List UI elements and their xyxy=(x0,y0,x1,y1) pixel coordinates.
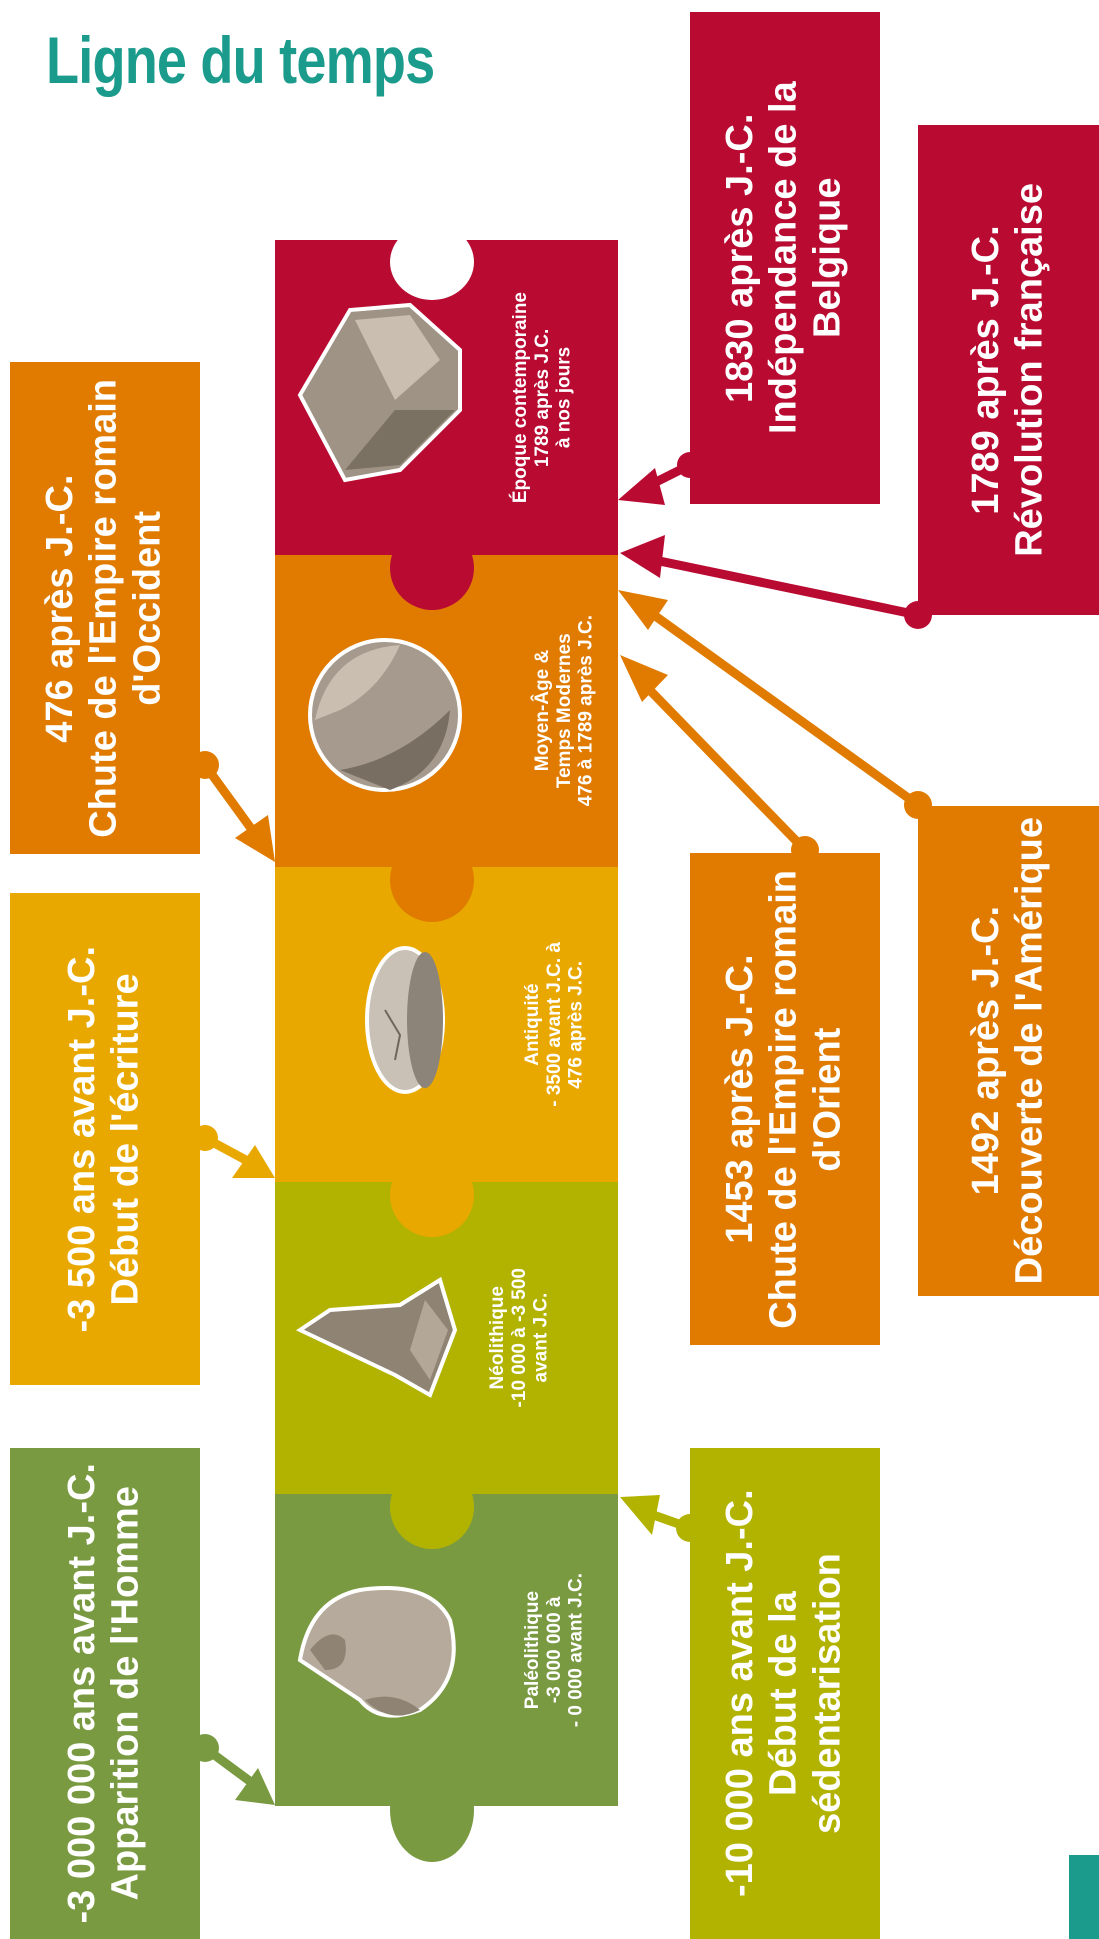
puzzle-knob-bottom xyxy=(390,1758,474,1862)
era-label-moyen-age: Moyen-Âge & Temps Modernes 476 à 1789 ap… xyxy=(532,615,598,807)
era-label-paleolithique: Paléolithique -3 000 000 à - 0 000 avant… xyxy=(522,1572,588,1728)
event-decouverte-amerique: 1492 après J.-C. Découverte de l'Amériqu… xyxy=(918,806,1099,1296)
era-label-contemporaine: Époque contemporaine 1789 après J.C. à n… xyxy=(510,291,576,504)
stone-contemporaine-icon xyxy=(297,302,462,483)
arrow-revolution xyxy=(620,535,932,629)
puzzle-knob xyxy=(390,838,474,922)
event-ecriture: -3 500 ans avant J.-C. Début de l'écritu… xyxy=(10,893,200,1385)
era-label-antiquite: Antiquité - 3500 avant J.C. à 476 après … xyxy=(522,942,588,1107)
era-block-antiquite xyxy=(275,867,618,1182)
puzzle-knob xyxy=(390,1465,474,1549)
event-independance-belgique: 1830 après J.-C. Indépendance de la Belg… xyxy=(690,12,880,504)
puzzle-notch-top xyxy=(390,224,474,300)
event-empire-occident: 476 après J.-C. Chute de l'Empire romain… xyxy=(10,362,200,854)
stone-antiquite-icon xyxy=(365,946,445,1094)
era-label-neolithique: Néolithique -10 000 à -3 500 avant J.C. xyxy=(487,1268,553,1408)
event-sedentarisation: -10 000 ans avant J.-C. Début de la séde… xyxy=(690,1448,880,1939)
event-empire-orient: 1453 après J.-C. Chute de l'Empire romai… xyxy=(690,853,880,1345)
page-title: Ligne du temps xyxy=(46,23,435,97)
stone-neolithique-icon xyxy=(295,1276,458,1398)
event-apparition-homme: -3 000 000 ans avant J.-C. Apparition de… xyxy=(10,1448,200,1939)
puzzle-knob xyxy=(390,1153,474,1237)
puzzle-knob xyxy=(390,526,474,610)
event-revolution-francaise: 1789 après J.-C. Révolution française xyxy=(918,125,1099,615)
stone-paleolithique-icon xyxy=(297,1586,456,1718)
stone-moyen-age-icon xyxy=(308,638,462,792)
arrow-empire-orient xyxy=(620,655,819,864)
arrow-homme xyxy=(191,1734,275,1805)
arrow-ecriture xyxy=(192,1125,275,1178)
arrow-empire-occident xyxy=(191,751,275,862)
page-corner-tab xyxy=(1069,1855,1099,1939)
